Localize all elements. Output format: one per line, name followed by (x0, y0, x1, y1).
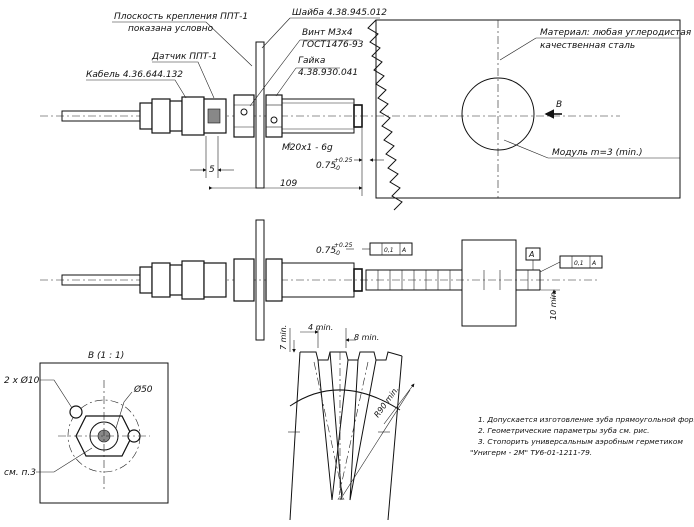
label-view-b-scale: В (1 : 1) (88, 351, 124, 361)
note-2: 2. Геометрические параметры зуба см. рис… (478, 426, 650, 435)
label-4min: 4 min. (308, 323, 333, 332)
label-8min: 8 min. (354, 333, 379, 342)
label-gap-top: 0.75 (316, 161, 336, 171)
label-sensor: Датчик ППТ-1 (151, 52, 217, 62)
label-gap-up-mid: +0.25 (334, 242, 353, 249)
gear-top (375, 19, 681, 199)
label-nut: Гайка (298, 56, 325, 66)
label-washer: Шайба 4.38.945.012 (292, 8, 387, 18)
tooth-detail (288, 328, 415, 521)
note-3: 3. Стопорить универсальным аэробным герм… (478, 437, 683, 446)
tol-val-2: 0,1 (574, 260, 584, 267)
label-material1: Материал: любая углеродистая (540, 28, 692, 38)
tol-ref-2: А (591, 260, 596, 267)
label-thread: M20x1 - 6g (282, 143, 333, 153)
label-gap-dn-top: -0 (334, 165, 340, 172)
label-7min: 7 min. (279, 325, 288, 350)
label-10min: 10 min. (549, 290, 558, 320)
gear-teeth-top (367, 19, 403, 211)
label-nut-code: 4.38.930.041 (298, 68, 358, 78)
tol-val-1: 0,1 (384, 247, 394, 254)
label-r90: R90 min. (372, 385, 400, 419)
label-dia50: Ø50 (133, 384, 153, 395)
mounting-plate-mid (255, 219, 265, 341)
label-plane2: показана условно (128, 24, 214, 34)
label-view-b: В (556, 100, 562, 110)
label-ref: см. п.3 (4, 468, 36, 478)
label-dim5: 5 (209, 165, 215, 175)
note-1: 1. Допускается изготовление зуба прямоуг… (478, 415, 694, 424)
label-gap-dn-mid: -0 (334, 250, 340, 257)
label-cable: Кабель 4.36.644.132 (86, 70, 183, 80)
label-gap-up-top: +0.25 (334, 157, 353, 164)
label-material2: качественная сталь (540, 41, 635, 51)
datum-a: А (528, 250, 534, 259)
top-view (40, 17, 681, 211)
label-gost: ГОСТ1476-93 (302, 40, 364, 50)
label-module: Модуль m=3 (min.) (552, 148, 643, 158)
label-screw: Винт М3х4 (302, 28, 353, 38)
label-plane: Плоскость крепления ППТ-1 (114, 12, 248, 22)
label-dim109: 109 (280, 179, 297, 189)
mounting-plate-top (255, 41, 265, 189)
note-4: "Унигерм - 2М" ТУ6-01-1211-79. (470, 448, 592, 457)
label-gap-mid: 0.75 (316, 246, 336, 256)
gear-hub-circle (461, 77, 535, 151)
view-b (36, 362, 169, 504)
middle-view (40, 219, 603, 341)
tol-ref-1: А (401, 247, 406, 254)
label-holes: 2 х Ø10 (4, 375, 40, 386)
